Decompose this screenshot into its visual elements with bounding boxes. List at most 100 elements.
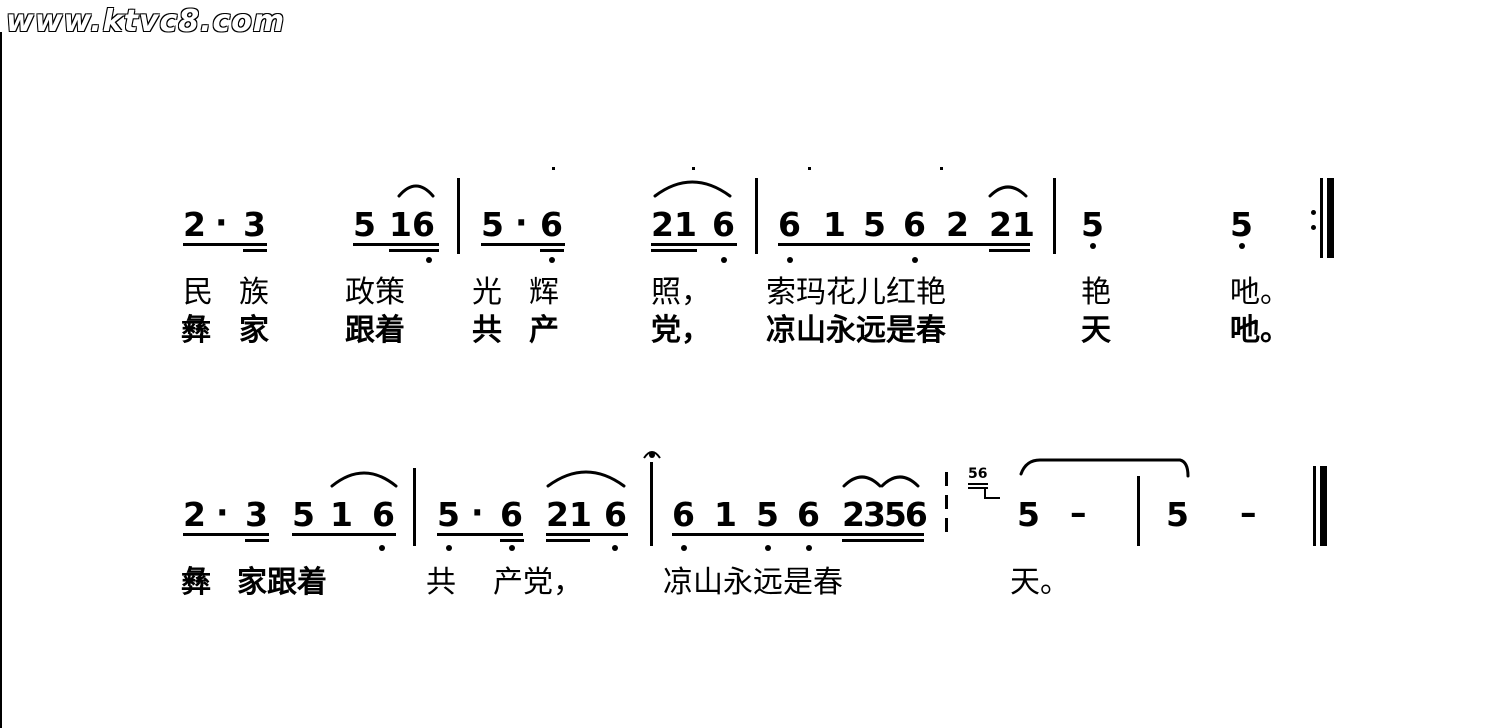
lyric: 党，: [651, 313, 711, 348]
octave-dot: [721, 257, 727, 263]
note: 5: [437, 495, 460, 534]
slur: [1019, 458, 1190, 478]
lyric: 彝: [181, 313, 211, 348]
note: 6: [903, 205, 926, 244]
beam-line: [437, 533, 523, 536]
lyric: 跟着: [345, 313, 405, 348]
lyric: 光: [472, 275, 502, 310]
dot-mark: ·: [515, 203, 528, 242]
lyric: 产: [529, 313, 559, 348]
note: 2: [946, 205, 969, 244]
lyric: 凉山永远是春: [663, 565, 843, 600]
beam-line: [842, 539, 924, 542]
beam-line: [183, 533, 269, 536]
note: 3: [243, 205, 266, 244]
note: 1: [823, 205, 846, 244]
slur: [330, 471, 398, 488]
slur: [546, 470, 626, 488]
beam-line: [292, 533, 396, 536]
lyric: 天: [1081, 313, 1111, 348]
slur: [880, 475, 920, 488]
slur: [653, 180, 732, 198]
barline: [650, 462, 653, 546]
note: 5: [481, 205, 504, 244]
note: 5: [1166, 495, 1189, 534]
lyric: 天。: [1010, 565, 1070, 600]
octave-dot: [379, 545, 385, 551]
final-barline: [1320, 466, 1327, 546]
note: 6: [672, 495, 695, 534]
dash: –: [1240, 493, 1257, 532]
octave-dot: [787, 257, 793, 263]
octave-dot: [681, 545, 687, 551]
lyric: 索玛花儿红艳: [766, 275, 946, 310]
note: 6: [500, 495, 523, 534]
note: 6: [712, 205, 735, 244]
lyric: 吔。: [1230, 313, 1290, 348]
final-barline: [1327, 178, 1334, 258]
lyric: 产党，: [493, 565, 583, 600]
lyric: 照，: [651, 275, 711, 310]
lyric: 共: [426, 565, 456, 600]
note-group: 2356: [842, 495, 928, 534]
repeat-dot: [1311, 210, 1316, 215]
dashed-barline: [945, 518, 948, 532]
beam-line: [389, 249, 439, 252]
octave-dot: [1090, 243, 1096, 249]
beam-line: [546, 533, 628, 536]
beam-line: [651, 249, 697, 252]
grace-flag: [984, 489, 1000, 499]
note: 6: [797, 495, 820, 534]
note-group: 21: [651, 205, 697, 244]
beam-line: [481, 243, 565, 246]
tick-mark: [692, 167, 695, 170]
barline: [1137, 476, 1140, 546]
grace-note: 56: [968, 466, 988, 482]
repeat-dot: [1311, 225, 1316, 230]
note: 3: [245, 495, 268, 534]
barline: [457, 178, 460, 254]
octave-dot: [446, 545, 452, 551]
beam-line: [243, 249, 267, 252]
barline: [1053, 178, 1056, 254]
note: 5: [1081, 205, 1104, 244]
note: 2: [183, 205, 206, 244]
note: 1: [330, 495, 353, 534]
octave-dot: [765, 545, 771, 551]
watermark: www.ktvc8.com: [6, 4, 286, 39]
note: 5: [1017, 495, 1040, 534]
beam-line: [546, 539, 590, 542]
beam-line: [353, 243, 439, 246]
beam-line: [245, 539, 269, 542]
note: 6: [540, 205, 563, 244]
fermata-arc: [643, 451, 661, 459]
lyric: 民: [183, 275, 213, 310]
lyric: 艳: [1081, 275, 1111, 310]
octave-dot: [509, 545, 515, 551]
note: 5: [863, 205, 886, 244]
slur: [842, 475, 882, 488]
beam-line: [651, 243, 737, 246]
tick-mark: [808, 167, 811, 170]
lyric: 共: [472, 313, 502, 348]
octave-dot: [612, 545, 618, 551]
beam-line: [183, 243, 267, 246]
slur: [988, 185, 1028, 198]
beam-line: [968, 483, 988, 485]
barline: [755, 178, 758, 254]
note: 1: [714, 495, 737, 534]
octave-dot: [1239, 243, 1245, 249]
note: 5: [1230, 205, 1253, 244]
note: 2: [183, 495, 206, 534]
octave-dot: [806, 545, 812, 551]
dot-mark: ·: [216, 493, 229, 532]
barline: [413, 468, 416, 546]
note: 6: [778, 205, 801, 244]
dashed-barline: [945, 495, 948, 509]
note-group: 21: [989, 205, 1035, 244]
dashed-barline: [945, 472, 948, 486]
lyric: 凉山永远是春: [766, 313, 946, 348]
lyric: 辉: [529, 275, 559, 310]
beam-line: [968, 487, 988, 489]
